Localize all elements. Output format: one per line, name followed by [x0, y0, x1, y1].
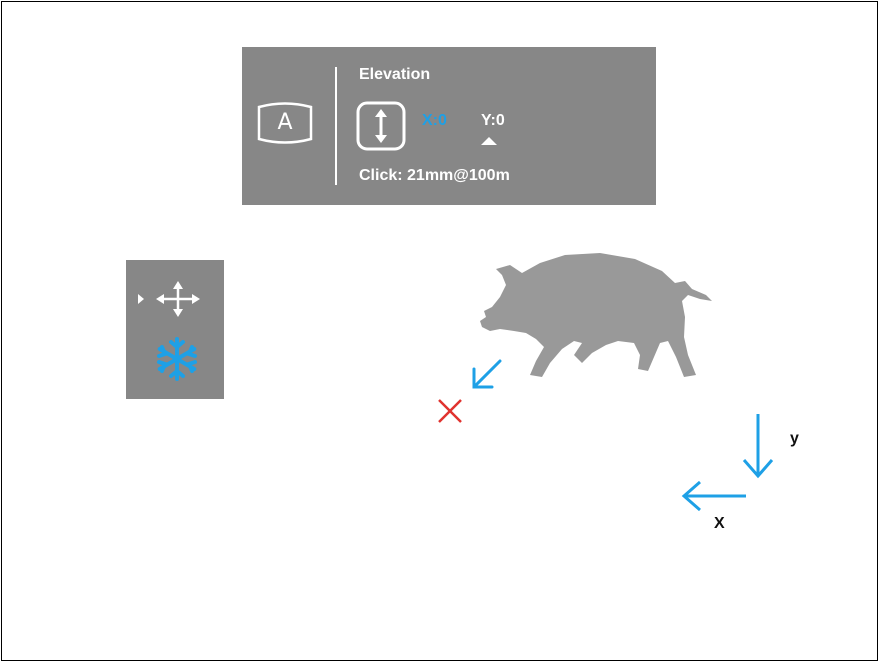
vertical-arrows-icon[interactable] [356, 101, 406, 151]
axis-y-value[interactable]: Y:0 [481, 112, 505, 129]
x-axis-caption: X [714, 515, 725, 532]
click-value-label: Click: 21mm@100m [359, 167, 510, 184]
selection-marker-icon [481, 137, 497, 145]
profile-letter: A [277, 110, 293, 135]
y-axis-caption: y [790, 430, 799, 447]
point-of-impact-icon [438, 399, 462, 423]
profile-a-icon[interactable] [256, 99, 314, 147]
snowflake-icon[interactable] [154, 336, 200, 382]
mode-side-panel [126, 260, 224, 399]
boar-silhouette [480, 253, 712, 377]
menu-divider [335, 67, 337, 185]
elevation-menu-panel: A Elevation X:0 Y:0 Click: 21mm@100m [242, 47, 656, 205]
menu-title: Elevation [359, 66, 431, 83]
y-direction-arrow-icon [742, 414, 774, 479]
shift-direction-arrow-icon [472, 359, 502, 389]
move-arrows-icon[interactable] [136, 272, 216, 328]
x-direction-arrow-icon [681, 480, 746, 512]
axis-x-value[interactable]: X:0 [422, 112, 447, 129]
